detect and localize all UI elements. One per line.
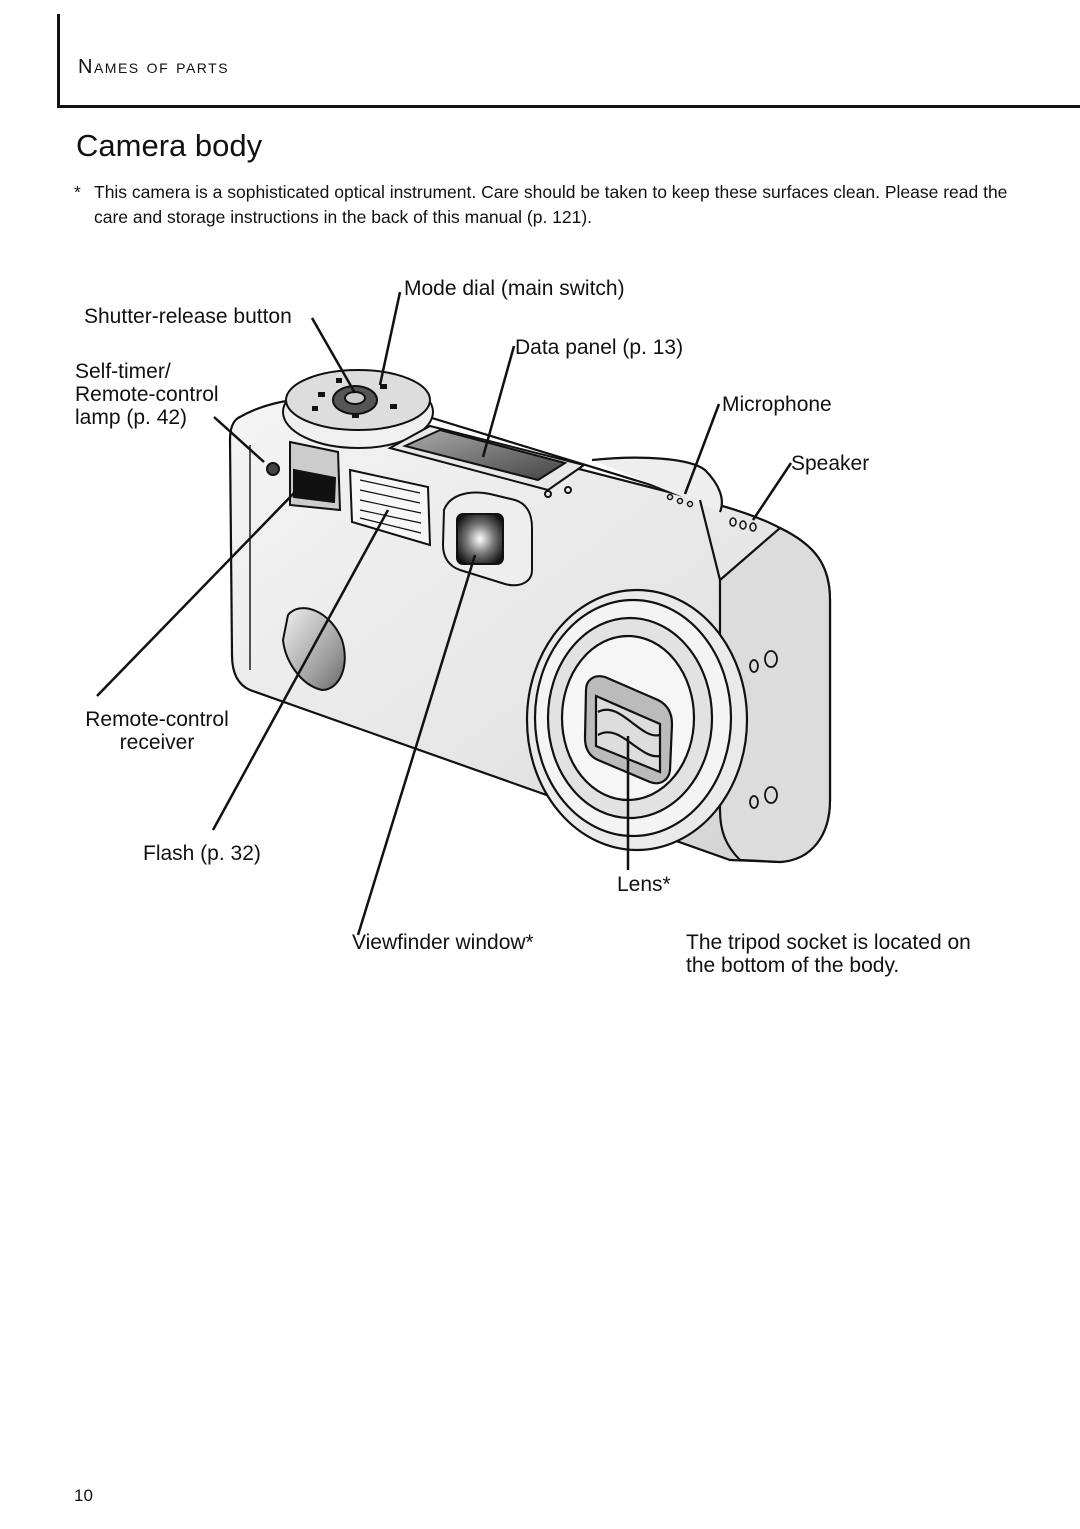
mode-dial	[282, 369, 434, 449]
tripod-note: The tripod socket is located on the bott…	[686, 931, 971, 977]
remote-control-receiver-window	[289, 440, 342, 512]
header-rule-vertical	[57, 14, 60, 108]
remote-receiver-label: Remote-control receiver	[77, 708, 237, 754]
self-timer-lamp	[266, 462, 280, 476]
note-text: This camera is a sophisticated optical i…	[94, 182, 1008, 227]
tripod-note-line2: the bottom of the body.	[686, 954, 900, 977]
speaker-label: Speaker	[791, 452, 870, 475]
viewfinder-window	[441, 491, 533, 587]
remote-receiver-label-line1: Remote-control	[85, 708, 229, 731]
speaker-holes	[729, 517, 757, 532]
self-timer-label-line3: lamp (p. 42)	[75, 406, 188, 429]
self-timer-label-line1: Self-timer/	[75, 360, 171, 383]
tripod-note-line1: The tripod socket is located on	[686, 931, 971, 954]
data-panel-label: Data panel (p. 13)	[515, 336, 684, 359]
note-marker: *	[74, 182, 81, 202]
lens-label: Lens*	[617, 873, 671, 896]
shutter-release-label: Shutter-release button	[84, 305, 292, 328]
section-title: Names of parts	[78, 56, 230, 78]
grip	[281, 607, 346, 692]
microphone-label: Microphone	[722, 393, 832, 416]
flash-window	[348, 468, 432, 547]
mode-dial-label: Mode dial (main switch)	[404, 277, 625, 300]
self-timer-label: Self-timer/ Remote-control lamp (p. 42)	[75, 360, 219, 429]
header-rule-horizontal	[57, 105, 1080, 108]
care-note: * This camera is a sophisticated optical…	[74, 180, 1034, 230]
microphone-holes	[666, 493, 694, 508]
page-title: Camera body	[76, 128, 263, 163]
viewfinder-label: Viewfinder window*	[352, 931, 534, 954]
flash-label: Flash (p. 32)	[143, 842, 261, 865]
self-timer-label-line2: Remote-control	[75, 383, 219, 406]
remote-receiver-label-line2: receiver	[119, 731, 195, 754]
side-ports	[749, 650, 778, 809]
leader-lines	[96, 291, 793, 936]
lens	[525, 588, 749, 852]
data-panel	[387, 424, 587, 498]
page-number: 10	[74, 1486, 93, 1505]
